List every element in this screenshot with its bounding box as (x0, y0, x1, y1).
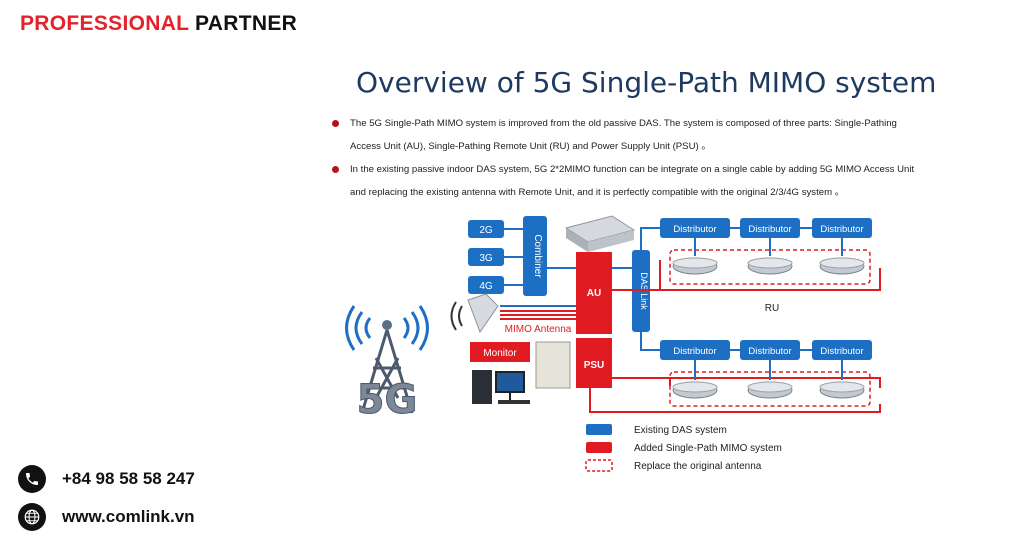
monitor-box (470, 342, 530, 362)
distributor-box (660, 218, 730, 238)
system-diagram: 5G 2G 3G 4G Combiner AU PSU DAS Link Dis… (345, 215, 881, 472)
distributor-label: Distributor (673, 224, 716, 235)
distributor-label: Distributor (820, 224, 863, 235)
diagram-legend: Existing DAS system Added Single-Path MI… (585, 424, 782, 472)
psu-box (576, 338, 612, 388)
description-item: The 5G Single-Path MIMO system is improv… (330, 112, 920, 158)
ru-device-icon (819, 257, 865, 275)
tower-illustration: 5G (345, 305, 429, 424)
psu-cabinet-illustration (535, 341, 571, 389)
band-box-2g (468, 220, 504, 238)
legend-label: Replace the original antenna (634, 461, 762, 472)
legend-label: Existing DAS system (634, 425, 727, 436)
legend-swatch-blue (586, 424, 612, 435)
phone-number[interactable]: +84 98 58 58 247 (62, 469, 195, 488)
distributor-label: Distributor (748, 346, 791, 357)
legend-swatch-red (586, 442, 612, 453)
page-title: Overview of 5G Single-Path MIMO system (356, 66, 937, 99)
legend-label: Added Single-Path MIMO system (634, 443, 782, 454)
psu-label: PSU (584, 360, 605, 371)
mimo-antenna-illustration (450, 293, 499, 334)
combiner-box (523, 216, 547, 296)
tower-5g-label: 5G (357, 377, 418, 423)
contact-website: www.comlink.vn (18, 503, 195, 531)
ru-device-icon (747, 257, 793, 275)
legend-swatch-dashed (585, 459, 613, 472)
das-link-label: DAS Link (639, 272, 649, 310)
description-text: In the existing passive indoor DAS syste… (350, 164, 915, 198)
bullet-dot-icon (332, 120, 339, 127)
contact-phone: +84 98 58 58 247 (18, 465, 195, 493)
distributor-box (812, 340, 872, 360)
ru-group-top (669, 249, 871, 285)
mimo-antenna-label: MIMO Antenna (505, 324, 572, 335)
computer-illustration (472, 370, 530, 404)
band-label-2g: 2G (479, 225, 493, 236)
au-device-illustration (564, 215, 636, 252)
brand-part2: PARTNER (195, 12, 298, 35)
distributor-box (812, 218, 872, 238)
combiner-label: Combiner (532, 234, 543, 278)
phone-icon (18, 465, 46, 493)
band-label-4g: 4G (479, 281, 493, 292)
ru-device-icon (672, 381, 718, 399)
distributor-label: Distributor (673, 346, 716, 357)
ru-device-icon (672, 257, 718, 275)
distributor-box (740, 340, 800, 360)
ru-device-icon (819, 381, 865, 399)
brand-part1: PROFESSIONAL (20, 12, 189, 35)
ru-device-icon (747, 381, 793, 399)
monitor-label: Monitor (483, 348, 517, 359)
description-item: In the existing passive indoor DAS syste… (330, 158, 920, 204)
au-label: AU (587, 288, 601, 299)
band-box-4g (468, 276, 504, 294)
bullet-dot-icon (332, 166, 339, 173)
website-link[interactable]: www.comlink.vn (62, 507, 195, 526)
brand-logo: PROFESSIONAL PARTNER (20, 12, 297, 36)
description-list: The 5G Single-Path MIMO system is improv… (330, 112, 920, 204)
band-label-3g: 3G (479, 253, 493, 264)
globe-icon (18, 503, 46, 531)
ru-group-bottom (669, 371, 871, 407)
au-box (576, 252, 612, 334)
band-box-3g (468, 248, 504, 266)
distributor-box (740, 218, 800, 238)
ru-label: RU (765, 303, 779, 314)
distributor-label: Distributor (748, 224, 791, 235)
description-text: The 5G Single-Path MIMO system is improv… (350, 118, 897, 152)
distributor-box (660, 340, 730, 360)
distributor-label: Distributor (820, 346, 863, 357)
